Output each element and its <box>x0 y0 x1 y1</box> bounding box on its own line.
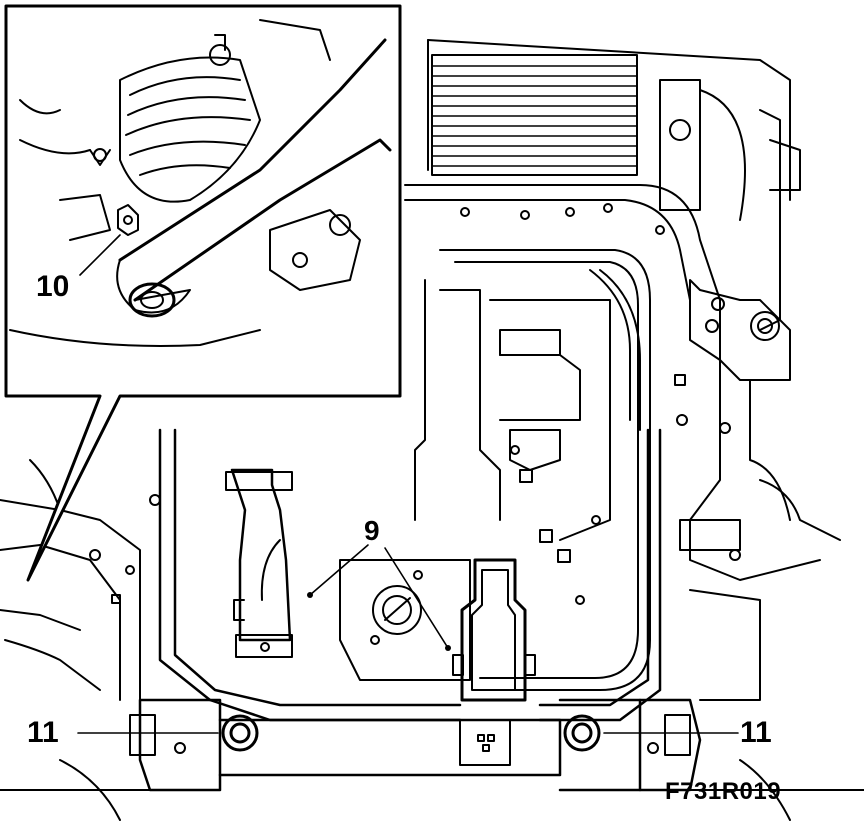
callout-11-left: 11 <box>27 716 59 749</box>
right-engine-mount <box>452 558 536 766</box>
leader-9-right <box>384 547 449 649</box>
detail-inset <box>4 4 402 582</box>
right-side-member <box>679 299 841 701</box>
leader-10 <box>79 234 121 276</box>
callout-11-right: 11 <box>740 716 772 749</box>
left-engine-mount <box>225 468 293 658</box>
radiator-fins <box>431 65 638 167</box>
left-side-member <box>0 459 161 701</box>
subframe-bolt-left <box>221 714 259 752</box>
callout-10: 10 <box>36 270 70 303</box>
engine-block <box>414 269 641 605</box>
subframe-bolt-right <box>563 714 601 752</box>
oil-sump-area <box>339 559 471 681</box>
leader-9-left <box>309 544 369 596</box>
leader-lines <box>77 234 739 734</box>
radiator-outline <box>427 39 791 201</box>
callout-9: 9 <box>364 515 380 546</box>
subframe-upper-rail <box>404 184 721 691</box>
right-control-arm-mount <box>674 279 791 434</box>
figure-id: F731R019 <box>665 778 782 805</box>
right-upper-bracket <box>659 79 801 331</box>
